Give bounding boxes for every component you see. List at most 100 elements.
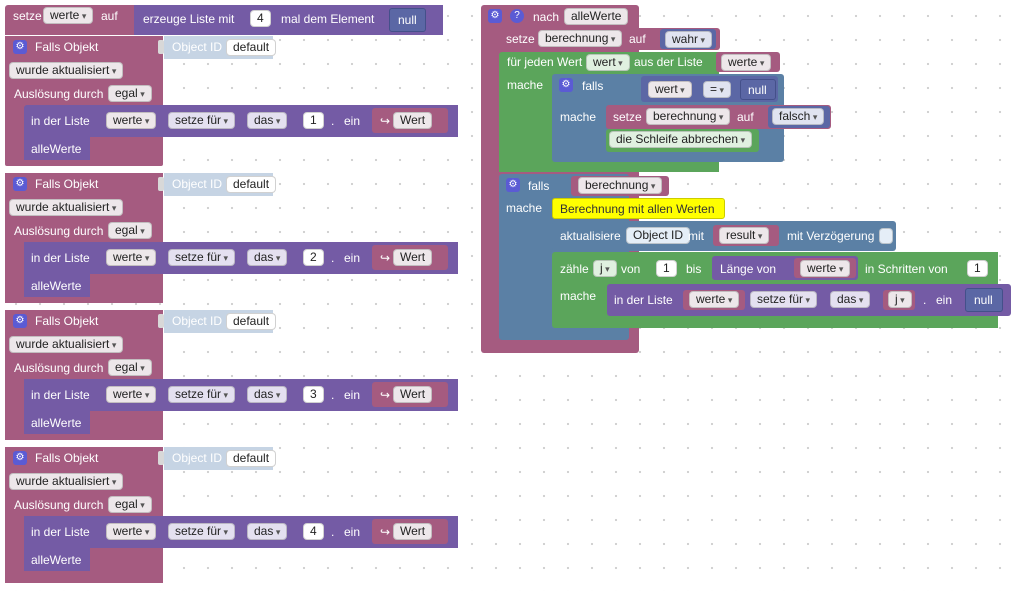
object-id-value[interactable]: default [226, 450, 277, 467]
step-input[interactable]: 1 [967, 260, 988, 277]
event-title: Falls Objekt [35, 177, 99, 191]
value-arrow-icon: ↪ [380, 525, 391, 539]
trigger-by-dropdown[interactable]: egal [108, 496, 152, 513]
inlist-null-block[interactable] [965, 288, 1003, 312]
length-label: Länge von [720, 262, 777, 276]
object-id-value[interactable]: default [226, 313, 277, 330]
set2-value-dropdown[interactable]: falsch [772, 108, 825, 125]
comment-text: Berechnung mit allen Werten [560, 202, 715, 216]
break-loop-dropdown[interactable]: die Schleife abbrechen [609, 131, 753, 148]
null-element-block[interactable] [389, 8, 426, 32]
trigger-by-dropdown[interactable]: egal [108, 359, 152, 376]
set-var-dropdown[interactable]: werte [43, 7, 94, 24]
result-var-label: alleWerte [31, 416, 82, 430]
value-field[interactable]: Wert [393, 523, 433, 540]
count-start-input[interactable]: 1 [656, 260, 677, 277]
list-var-dropdown[interactable]: werte [106, 386, 157, 403]
index-input[interactable]: 2 [303, 249, 324, 266]
gear-icon[interactable]: ⚙ [506, 178, 520, 192]
gear-icon[interactable]: ⚙ [13, 314, 27, 328]
index-input[interactable]: 1 [303, 112, 324, 129]
pos-dropdown[interactable]: das [247, 112, 288, 129]
index-input[interactable]: 4 [303, 523, 324, 540]
gear-icon[interactable]: ⚙ [488, 9, 502, 23]
in-label: ein [344, 251, 361, 265]
set-op-dropdown[interactable]: setze für [168, 386, 236, 403]
null-element-label: null [398, 13, 417, 27]
result-var-block[interactable] [24, 274, 90, 297]
foreach-var-dropdown[interactable]: wert [586, 54, 630, 71]
set-op-dropdown[interactable]: setze für [168, 249, 236, 266]
do-label: mache [507, 78, 544, 92]
event-title: Falls Objekt [35, 314, 99, 328]
length-list-dropdown[interactable]: werte [800, 260, 851, 277]
comment-block[interactable] [552, 198, 725, 219]
set1-to-label: auf [629, 32, 646, 46]
step-label: in Schritten von [865, 262, 948, 276]
trigger-by-dropdown[interactable]: egal [108, 222, 152, 239]
compare-null-block[interactable] [740, 79, 776, 100]
in-list-label: in der Liste [31, 114, 90, 128]
pos-dropdown[interactable]: das [247, 523, 288, 540]
list-var-dropdown[interactable]: werte [106, 523, 157, 540]
after-label: nach [533, 10, 560, 24]
list-count-input[interactable]: 4 [250, 10, 271, 27]
object-id-label: Object ID [172, 40, 223, 54]
set-op-dropdown[interactable]: setze für [168, 112, 236, 129]
count-label: zähle [560, 262, 589, 276]
gear-icon[interactable]: ⚙ [559, 78, 573, 92]
count-to-label: bis [686, 262, 702, 276]
if2-var-dropdown[interactable]: berechnung [578, 177, 663, 194]
gear-icon[interactable]: ⚙ [13, 40, 27, 54]
trigger-dropdown[interactable]: wurde aktualisiert [9, 473, 124, 490]
trigger-by-label: Auslösung durch [14, 87, 104, 101]
trigger-dropdown[interactable]: wurde aktualisiert [9, 199, 124, 216]
input-connector [158, 40, 164, 54]
value-field[interactable]: Wert [393, 112, 433, 129]
set2-var-dropdown[interactable]: berechnung [646, 108, 731, 125]
delay-checkbox[interactable] [879, 228, 893, 244]
list-var-dropdown[interactable]: werte [106, 249, 157, 266]
update-delay-label: mit Verzögerung [787, 229, 875, 243]
create-list-label: erzeuge Liste mit [143, 12, 235, 26]
in-list-label: in der Liste [31, 251, 90, 265]
pos-dropdown[interactable]: das [247, 249, 288, 266]
object-id-value[interactable]: default [226, 39, 277, 56]
trigger-by-dropdown[interactable]: egal [108, 85, 152, 102]
set2-label: setze [613, 110, 642, 124]
set1-value-dropdown[interactable]: wahr [665, 31, 713, 48]
result-var-block[interactable] [24, 548, 90, 571]
result-var-block[interactable] [24, 411, 90, 434]
result-var-block[interactable] [24, 137, 90, 160]
result-var-label: alleWerte [31, 279, 82, 293]
in-label: ein [344, 388, 361, 402]
compare-null-label: null [748, 83, 767, 97]
inlist-op-dropdown[interactable]: setze für [750, 291, 818, 308]
object-id-value[interactable]: default [226, 176, 277, 193]
value-field[interactable]: Wert [393, 386, 433, 403]
update-oid-field[interactable]: Object ID [626, 227, 691, 244]
inlist-pos-dropdown[interactable]: das [830, 291, 871, 308]
set1-var-dropdown[interactable]: berechnung [538, 30, 623, 47]
trigger-dropdown[interactable]: wurde aktualisiert [9, 62, 124, 79]
trigger-dropdown[interactable]: wurde aktualisiert [9, 336, 124, 353]
function-name-field[interactable]: alleWerte [564, 8, 629, 25]
value-field[interactable]: Wert [393, 249, 433, 266]
list-var-dropdown[interactable]: werte [106, 112, 157, 129]
help-icon[interactable]: ? [510, 9, 524, 23]
update-val-dropdown[interactable]: result [719, 227, 770, 244]
compare-op-dropdown[interactable]: = [703, 81, 732, 98]
dot-label: . [331, 388, 335, 402]
trigger-by-label: Auslösung durch [14, 361, 104, 375]
gear-icon[interactable]: ⚙ [13, 451, 27, 465]
set-op-dropdown[interactable]: setze für [168, 523, 236, 540]
index-input[interactable]: 3 [303, 386, 324, 403]
foreach-list-dropdown[interactable]: werte [721, 54, 772, 71]
gear-icon[interactable]: ⚙ [13, 177, 27, 191]
compare-var-dropdown[interactable]: wert [648, 81, 692, 98]
pos-dropdown[interactable]: das [247, 386, 288, 403]
inlist-list-dropdown[interactable]: werte [689, 291, 740, 308]
inlist-idx-dropdown[interactable]: j [888, 291, 912, 308]
count-var-dropdown[interactable]: j [593, 260, 617, 277]
in-list-label: in der Liste [31, 525, 90, 539]
